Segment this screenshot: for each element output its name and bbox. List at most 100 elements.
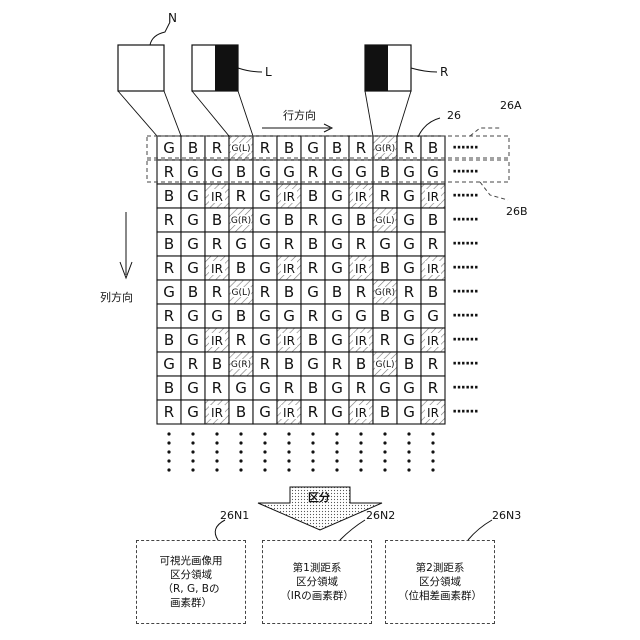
pixel-label: B: [284, 139, 294, 157]
column-dot: [239, 450, 242, 453]
pixel-cell: IR: [349, 256, 373, 280]
pixel-label: G: [259, 403, 271, 421]
pixel-cell: B: [157, 376, 181, 400]
column-dot: [287, 450, 290, 453]
pixel-cell: B: [325, 136, 349, 160]
pixel-cell: G: [253, 328, 277, 352]
column-direction-label: 列方向: [100, 292, 133, 303]
pixel-cell: G: [301, 352, 325, 376]
pixel-label: B: [356, 355, 366, 373]
pixel-label: G: [331, 235, 343, 253]
pixel-label: G: [403, 403, 415, 421]
second-ranging-region-text: 第2測距系 区分領域 （位相差画素群）: [398, 561, 482, 604]
pixel-cell: R: [349, 376, 373, 400]
row-direction-arrow: [262, 124, 332, 132]
pixel-label: R: [236, 187, 246, 205]
pixel-label: G: [331, 211, 343, 229]
pixel-cell: G: [157, 280, 181, 304]
column-dot: [263, 441, 266, 444]
pixel-label: R: [212, 139, 222, 157]
pixel-cell: G: [253, 376, 277, 400]
pixel-cell: G: [157, 136, 181, 160]
pixel-label: G: [427, 163, 439, 181]
column-dot: [335, 459, 338, 462]
pixel-label: G(L): [375, 360, 394, 370]
column-dot: [431, 450, 434, 453]
pixel-cell: IR: [205, 400, 229, 424]
pixel-cell: G(R): [373, 136, 397, 160]
column-dot: [287, 432, 290, 435]
pixel-cell: B: [205, 352, 229, 376]
row-direction-label: 行方向: [283, 110, 316, 121]
column-dot: [191, 441, 194, 444]
row-dots: ······: [452, 236, 478, 252]
pixel-cell: R: [301, 160, 325, 184]
column-dot: [215, 441, 218, 444]
column-dot: [335, 432, 338, 435]
column-dot: [239, 468, 242, 471]
pixel-label: B: [188, 283, 198, 301]
pixel-label: R: [428, 235, 438, 253]
pixel-label: G: [403, 259, 415, 277]
pixel-label: G: [211, 307, 223, 325]
column-dot: [239, 441, 242, 444]
pixel-label: R: [236, 331, 246, 349]
column-dot: [383, 459, 386, 462]
pixel-cell: G: [397, 256, 421, 280]
pixel-cell: R: [301, 400, 325, 424]
pixel-cell: R: [157, 304, 181, 328]
pixel-cell: G(L): [229, 280, 253, 304]
pixel-cell: B: [349, 352, 373, 376]
pixel-cell: R: [349, 232, 373, 256]
first-ranging-region-text: 第1測距系 区分領域 （IRの画素群）: [280, 561, 353, 604]
column-dot: [311, 441, 314, 444]
pixel-cell: R: [373, 328, 397, 352]
pixel-cell: B: [157, 328, 181, 352]
pixel-cell: B: [301, 232, 325, 256]
row-dots: ······: [452, 164, 478, 180]
pixel-cell: R: [205, 136, 229, 160]
pixel-grid: GBRG(L)RBGBRG(R)RBRGGBGGRGGBGGBGIRRGIRBG…: [157, 136, 445, 424]
pixel-cell: R: [205, 232, 229, 256]
pixel-label: IR: [427, 406, 439, 420]
pixel-label: G: [187, 331, 199, 349]
row-dots: ······: [452, 308, 478, 324]
pixel-label: R: [356, 235, 366, 253]
column-dot: [239, 459, 242, 462]
pixel-label: G: [403, 379, 415, 397]
pixel-cell: R: [205, 280, 229, 304]
pixel-cell: G: [181, 232, 205, 256]
pixel-cell: R: [157, 208, 181, 232]
pixel-cell: B: [421, 208, 445, 232]
column-dot: [215, 450, 218, 453]
pixel-cell: G: [349, 304, 373, 328]
pixel-label: R: [404, 283, 414, 301]
pixel-label: B: [356, 211, 366, 229]
pixel-label: G(R): [375, 288, 395, 298]
pixel-cell: B: [205, 208, 229, 232]
pixel-label: G: [187, 379, 199, 397]
column-dot: [311, 432, 314, 435]
column-dot: [263, 468, 266, 471]
pixel-cell: B: [373, 304, 397, 328]
row-dots: ······: [452, 140, 478, 156]
pixel-cell: G: [397, 160, 421, 184]
pixel-cell: G: [325, 184, 349, 208]
pixel-label: R: [404, 139, 414, 157]
column-dot: [215, 432, 218, 435]
pixel-label: IR: [283, 262, 295, 276]
column-dot: [311, 450, 314, 453]
pixel-label: B: [188, 139, 198, 157]
pixel-cell: B: [277, 280, 301, 304]
pixel-cell: B: [181, 136, 205, 160]
pixel-label: G(R): [231, 216, 251, 226]
pixel-cell: IR: [421, 256, 445, 280]
pixel-label: IR: [211, 190, 223, 204]
pixel-label: G: [187, 403, 199, 421]
pixel-label: B: [164, 187, 174, 205]
region-1-ref: 26N1: [220, 510, 249, 521]
pixel-cell: G: [181, 376, 205, 400]
pixel-label: G: [355, 163, 367, 181]
pixel-label: G: [187, 211, 199, 229]
column-dot: [311, 468, 314, 471]
